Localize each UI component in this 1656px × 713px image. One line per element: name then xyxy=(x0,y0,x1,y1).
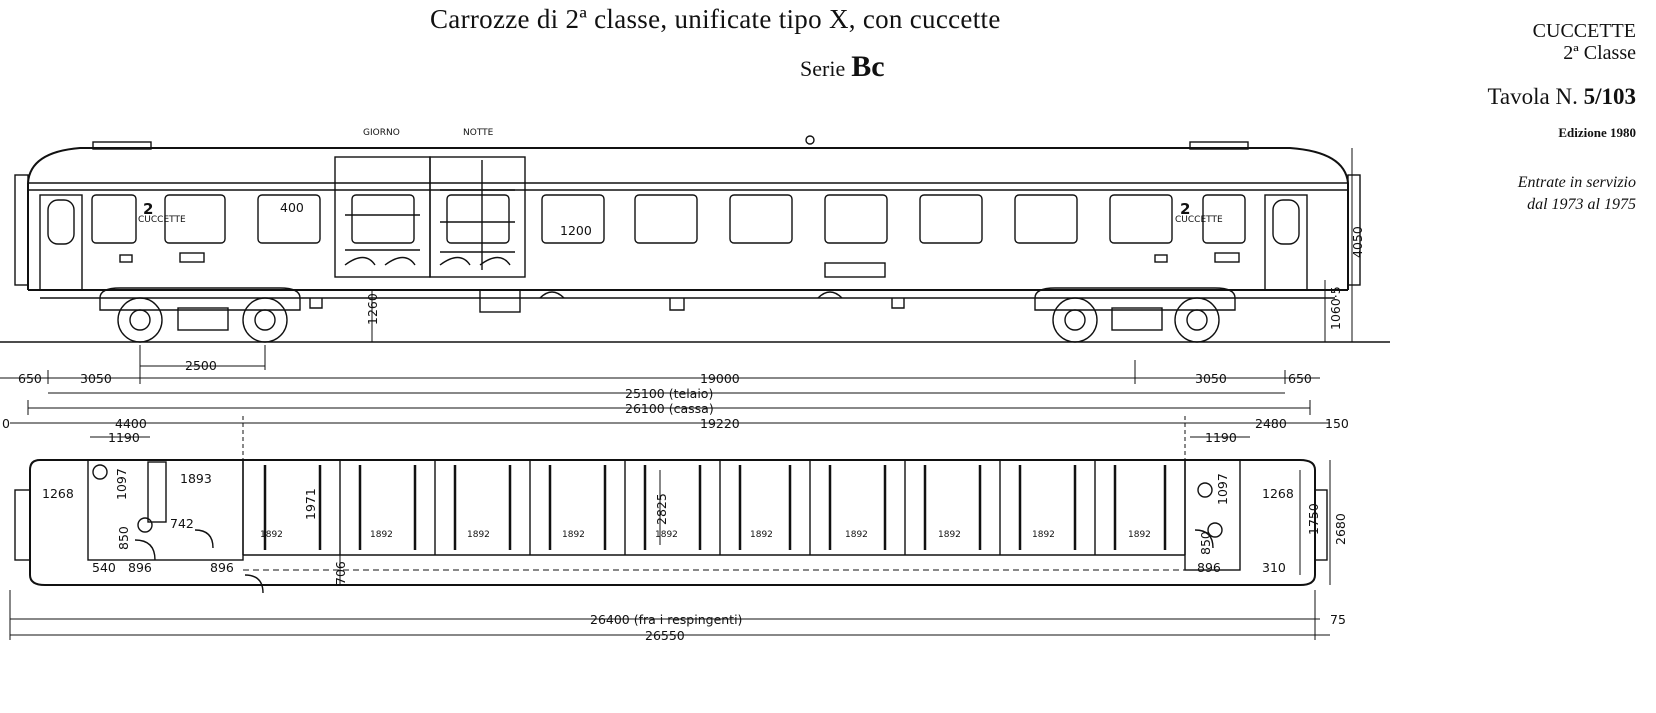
compartment-dim-6: 1892 xyxy=(750,530,773,540)
dim-1190-left: 1190 xyxy=(108,430,140,445)
dim-window: 400 xyxy=(280,200,304,215)
dim-150: 150 xyxy=(1325,416,1349,431)
service-line1: Entrate in servizio xyxy=(1517,174,1636,191)
compartment-dim-2: 1892 xyxy=(370,530,393,540)
dim-bogie-wheelbase: 2500 xyxy=(185,358,217,373)
dim-1268-left: 1268 xyxy=(42,486,74,501)
class-mark-right: 2 xyxy=(1180,200,1190,218)
side-view xyxy=(0,135,1390,343)
dim-896-a: 896 xyxy=(128,560,152,575)
dim-850-left: 850 xyxy=(116,526,131,550)
tavola-text: Tavola N. xyxy=(1487,84,1578,109)
dim-frame: 25100 (telaio) xyxy=(625,386,713,401)
dim-1190-right: 1190 xyxy=(1205,430,1237,445)
dim-75: 75 xyxy=(1330,612,1346,627)
tavola-number: 5/103 xyxy=(1583,84,1636,109)
serie-text: Serie xyxy=(800,56,846,81)
dim-body: 26100 (cassa) xyxy=(625,401,714,416)
dim-1750: 1750 xyxy=(1306,503,1321,535)
service-line2: dal 1973 al 1975 xyxy=(1527,196,1636,213)
plan-view xyxy=(10,416,1331,594)
compartment-dim-8: 1892 xyxy=(938,530,961,540)
dim-1097-left: 1097 xyxy=(114,468,129,500)
compartment-dim-9: 1892 xyxy=(1032,530,1055,540)
serie-code: Bc xyxy=(851,50,885,83)
dim-total-length: 26550 xyxy=(645,628,685,643)
dim-buffer-height: 1060·5 xyxy=(1328,286,1343,330)
dim-1893: 1893 xyxy=(180,471,212,486)
compartment-dim-5: 1892 xyxy=(655,530,678,540)
dim-overhang-left: 650 xyxy=(18,371,42,386)
tavola-label: Tavola N. 5/103 xyxy=(1487,84,1636,110)
dim-1971: 1971 xyxy=(303,488,318,520)
dim-total-height: 4050 xyxy=(1350,226,1365,258)
dim-pivot: 19000 xyxy=(700,371,740,386)
dim-4400: 4400 xyxy=(115,416,147,431)
bogie-left xyxy=(99,287,301,343)
service-note: Entrate in servizio dal 1973 al 1975 xyxy=(1518,172,1636,216)
label-night: NOTTE xyxy=(463,128,494,138)
category-line2: 2ª Classe xyxy=(1563,42,1636,64)
dim-742: 742 xyxy=(170,516,194,531)
dim-2680: 2680 xyxy=(1333,513,1348,545)
dim-706: 706 xyxy=(333,561,348,585)
class-mark-left: 2 xyxy=(143,200,153,218)
dim-bogie-pos-right: 3050 xyxy=(1195,371,1227,386)
dim-896-b: 896 xyxy=(210,560,234,575)
page-title: Carrozze di 2ª classe, unificate tipo X,… xyxy=(430,4,1001,34)
dim-zero: 0 xyxy=(2,416,10,431)
dim-1097-right: 1097 xyxy=(1215,473,1230,505)
class-sub-left: CUCCETTE xyxy=(138,215,186,225)
dim-2480: 2480 xyxy=(1255,416,1287,431)
dim-896-c: 896 xyxy=(1197,560,1221,575)
plan-dimensions xyxy=(9,590,1330,640)
dim-310: 310 xyxy=(1262,560,1286,575)
compartment-dim-7: 1892 xyxy=(845,530,868,540)
compartments xyxy=(242,459,1186,556)
category-line1: CUCCETTE xyxy=(1532,20,1636,42)
side-dimensions xyxy=(0,345,1320,415)
side-windows xyxy=(91,194,1246,244)
compartment-dim-1: 1892 xyxy=(260,530,283,540)
compartment-dim-10: 1892 xyxy=(1128,530,1151,540)
dim-buffers: 26400 (fra i respingenti) xyxy=(590,612,742,627)
dim-1268-right: 1268 xyxy=(1262,486,1294,501)
dim-850-right: 850 xyxy=(1198,531,1213,555)
dim-540: 540 xyxy=(92,560,116,575)
category-label: CUCCETTE 2ª Classe xyxy=(1533,20,1636,64)
dim-19220: 19220 xyxy=(700,416,740,431)
class-sub-right: CUCCETTE xyxy=(1175,215,1223,225)
compartment-dim-4: 1892 xyxy=(562,530,585,540)
dim-overhang-right: 650 xyxy=(1288,371,1312,386)
dim-floor-height: 1260 xyxy=(365,293,380,325)
bogie-right xyxy=(1034,287,1236,343)
edition-label: Edizione 1980 xyxy=(1558,125,1636,140)
dim-bogie-pos-left: 3050 xyxy=(80,371,112,386)
dim-window-width: 1200 xyxy=(560,223,592,238)
compartment-dim-3: 1892 xyxy=(467,530,490,540)
cutaway-compartments xyxy=(334,156,526,278)
label-day: GIORNO xyxy=(363,128,400,138)
dim-2825: 2825 xyxy=(654,493,669,525)
